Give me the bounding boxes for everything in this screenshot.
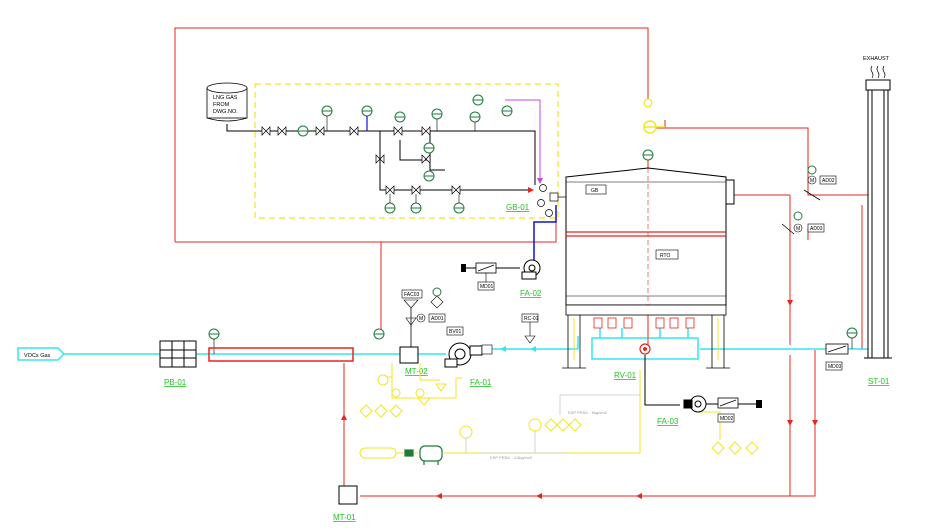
svg-text:M: M	[419, 316, 423, 322]
exhaust-label: EXHAUST	[863, 56, 890, 62]
fa02-fan	[521, 259, 541, 280]
fac03-tag	[401, 289, 423, 299]
rto-box	[655, 249, 679, 260]
fa02-label: FA-02	[520, 289, 542, 298]
vocs-inlet-arrow	[17, 347, 66, 361]
bv01-text: BV01	[449, 329, 461, 335]
burner-gb01	[537, 184, 566, 217]
pb01-label: PB-01	[164, 378, 187, 387]
pb01-filter-box	[159, 340, 197, 368]
md02-text: MD02	[720, 416, 734, 422]
rto-yellow-legs	[573, 318, 719, 360]
red-process-lines	[174, 27, 870, 497]
ad03-tag	[807, 223, 825, 233]
fa03-label: FA-03	[657, 417, 679, 426]
fa01-fan	[444, 342, 483, 368]
mt02-box	[399, 346, 419, 364]
ad02-tag	[819, 175, 837, 185]
rto-poppet-valves	[593, 317, 695, 329]
gas-train-valves	[261, 126, 461, 195]
gas-train-gauge-bars	[298, 99, 512, 209]
st01-label: ST-01	[868, 377, 890, 386]
yellow-instruments-mid	[459, 418, 582, 439]
mt01-box	[338, 485, 358, 505]
yellow-utility-lines	[359, 363, 721, 459]
ad01-diamond	[430, 295, 444, 309]
vocs-inlet-label: VOCs Gas	[24, 353, 51, 359]
ad01-motor	[416, 313, 426, 323]
purge-line	[505, 99, 541, 180]
lng-label-2: FROM	[213, 102, 230, 108]
gb-box-text: GB	[591, 188, 599, 194]
gas-train-boundary	[254, 83, 559, 219]
lng-label-1: LNG GAS	[213, 95, 238, 101]
rv01-label: RV-01	[614, 371, 637, 380]
fa01-label: FA-01	[470, 378, 492, 387]
lng-label-3: DWG.NO.	[213, 109, 238, 115]
mt01-label: MT-01	[333, 513, 356, 522]
yellow-instruments-left	[359, 374, 447, 418]
fac03-text: FAC03	[404, 292, 420, 298]
ad02-motor	[807, 175, 817, 185]
rto-box-text: RTO	[660, 253, 670, 259]
bv01-tag	[446, 326, 464, 336]
ad02-text: AD02	[822, 178, 835, 184]
exhaust-wiggles	[870, 65, 886, 79]
gb-box	[585, 184, 607, 195]
fa01-flex-joint	[481, 344, 493, 355]
svg-text:M: M	[796, 226, 800, 232]
md01-text: MD01	[480, 284, 494, 290]
svg-text:M: M	[810, 178, 814, 184]
md03-text: MD03	[828, 364, 842, 370]
md03-tag	[825, 361, 843, 371]
fac03-funnel	[403, 299, 419, 309]
gas-train-lines	[226, 124, 536, 191]
purge-line-fa03	[644, 355, 680, 406]
ad03-motor	[793, 223, 803, 233]
lng-tank	[206, 82, 248, 122]
air-compressor	[404, 445, 443, 465]
air-note-1: ESP PRS/L : 6kg/cm2	[568, 410, 608, 415]
preheat-duct	[208, 347, 354, 362]
cyan-arrows	[500, 346, 536, 352]
gb01-label: GB-01	[506, 203, 530, 212]
combustion-air-line	[533, 205, 557, 265]
mt02-label: MT-02	[405, 367, 428, 376]
hot-bypass-valve-top	[643, 98, 653, 108]
fa02-motor	[461, 264, 466, 272]
md02-tag	[717, 413, 735, 423]
ad03-text: AD03	[810, 226, 823, 232]
rto-base	[562, 304, 730, 369]
st01-stack	[864, 79, 892, 359]
gas-train-gauges	[297, 94, 513, 214]
ad01-tag	[428, 313, 446, 323]
air-note-2: ESP PRS/L : 4.5kg/cm2	[490, 455, 533, 460]
ad01-text: AD01	[431, 316, 444, 322]
yellow-instruments-right	[711, 441, 759, 455]
rc01-text: RC-01	[524, 316, 539, 322]
rto-insulation-lines	[566, 181, 726, 297]
grey-air-lines	[465, 394, 640, 454]
fa03-fan	[683, 395, 707, 413]
rto-flanges	[566, 231, 726, 237]
